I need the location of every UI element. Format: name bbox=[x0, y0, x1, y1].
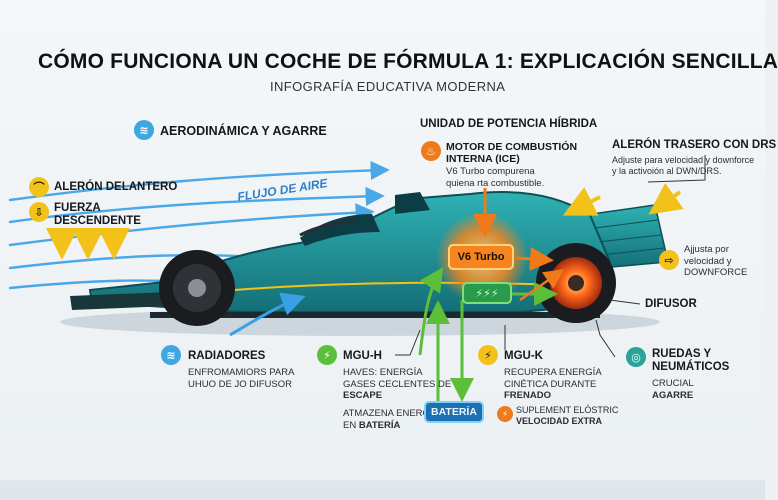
wind-icon: ≋ bbox=[134, 120, 154, 140]
label-downforce: FUERZA DESCENDENTE bbox=[54, 202, 141, 227]
wind-icon: ≋ bbox=[161, 345, 181, 365]
desc-mguh-store-line1: ATMAZENA ENERGÍA bbox=[343, 408, 439, 419]
label-radiators: RADIADORES bbox=[188, 350, 266, 362]
engine-block: V6 Turbo bbox=[448, 244, 514, 270]
desc-radiators: ENFROMAMIORS PARA UHUO DE JO DIFUSOR bbox=[188, 367, 295, 390]
bolt-icon: ⚡⚡⚡ bbox=[475, 287, 499, 300]
bolt-icon: ⚡ bbox=[478, 345, 498, 365]
desc-ice: V6 Turbo compurena quiena rta combustibl… bbox=[446, 166, 545, 189]
label-power-unit: UNIDAD DE POTENCIA HÍBRIDA bbox=[420, 118, 598, 130]
label-mguk: MGU-K bbox=[504, 350, 543, 362]
desc-tires: CRUCIAL AGARRE bbox=[652, 378, 694, 401]
page-title: CÓMO FUNCIONA UN COCHE DE FÓRMULA 1: EXP… bbox=[38, 50, 778, 73]
label-mguh: MGU-H bbox=[343, 350, 382, 362]
desc-boost-line2: VELOCIDAD EXTRA bbox=[516, 415, 603, 426]
desc-tires-line1: CRUCIAL bbox=[652, 378, 694, 389]
desc-boost: SUPLEMENT ELÓSTRIC VELOCIDAD EXTRA bbox=[516, 405, 618, 426]
desc-mguk-line1: RECUPERA ENERGÍA bbox=[504, 367, 602, 378]
flame-icon: ♨ bbox=[421, 141, 441, 161]
battery-label: BATERÍA bbox=[431, 406, 477, 418]
label-rear-wing: ALERÓN TRASERO CON DRS bbox=[612, 139, 777, 151]
label-ice: MOTOR DE COMBUSTIÓN INTERNA (ICE) bbox=[446, 141, 578, 165]
label-front-wing: ALERÓN DELANTERO bbox=[54, 181, 178, 193]
desc-boost-line1: SUPLEMENT ELÓSTRIC bbox=[516, 405, 619, 415]
label-diffuser: DIFUSOR bbox=[645, 298, 697, 310]
desc-tires-line2: AGARRE bbox=[652, 389, 694, 401]
page-subtitle: INFOGRAFÍA EDUCATIVA MODERNA bbox=[270, 79, 506, 94]
desc-mguk: RECUPERA ENERGÍA CINÉTICA DURANTE FRENAD… bbox=[504, 367, 602, 402]
engine-label: V6 Turbo bbox=[457, 251, 505, 263]
bolt-icon: ⚡ bbox=[497, 406, 513, 422]
desc-adjust: Ajjusta por velocidad y DOWNFORCE bbox=[684, 244, 748, 278]
bolt-icon: ⚡ bbox=[317, 345, 337, 365]
desc-mguk-line2: CINÉTICA DURANTE bbox=[504, 378, 597, 390]
right-arrow-icon: ⇨ bbox=[659, 250, 679, 270]
desc-mguh-store: ATMAZENA ENERGÍA EN BATERÍA bbox=[343, 408, 439, 431]
desc-mguh-line2: GASES CECLENTES DE bbox=[343, 378, 452, 390]
desc-mguh-line3: ESCAPE bbox=[343, 390, 383, 401]
desc-mguk-line3: FRENADO bbox=[504, 390, 551, 401]
energy-store: ⚡⚡⚡ bbox=[462, 282, 512, 304]
desc-mguh-store-line2: EN BATERÍA bbox=[343, 419, 401, 431]
down-arrow-icon: ⇩ bbox=[29, 202, 49, 222]
label-tires: RUEDAS Y NEUMÁTICOS bbox=[652, 348, 730, 373]
battery-block: BATERÍA bbox=[424, 401, 484, 423]
desc-mguh: HAVES: ENERGÍA GASES CECLENTES DE ESCAPE bbox=[343, 367, 451, 402]
desc-rear-wing: Adjuste para velocidad y downforce y la … bbox=[612, 155, 755, 176]
label-aero: AERODINÁMICA Y AGARRE bbox=[160, 124, 327, 138]
wing-icon: ⌒ bbox=[29, 177, 49, 197]
tire-icon: ◎ bbox=[626, 347, 646, 367]
desc-mguh-line1: HAVES: ENERGÍA bbox=[343, 367, 423, 378]
